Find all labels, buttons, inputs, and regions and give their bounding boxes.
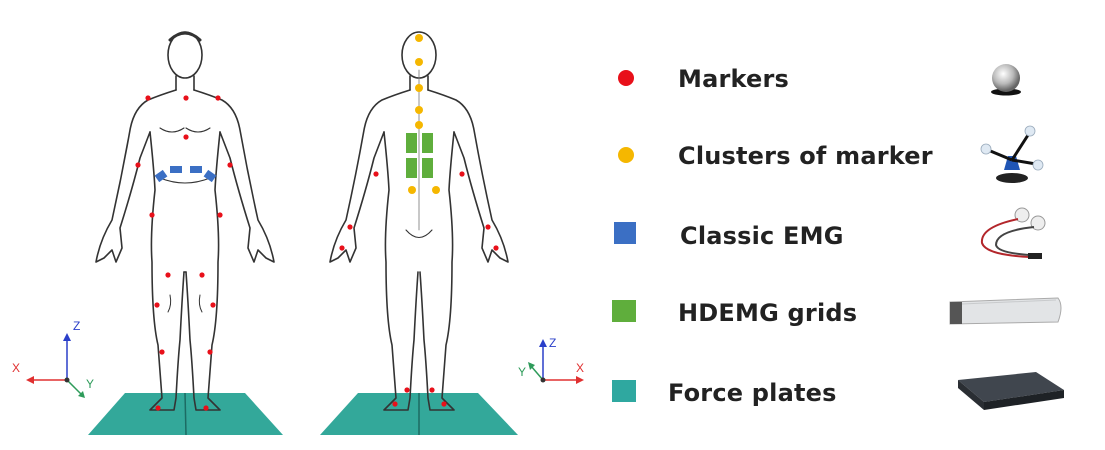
force-plate-swatch <box>612 380 636 402</box>
axis-x-label-back: X <box>576 361 584 375</box>
legend-label-classic-emg: Classic EMG <box>680 222 844 250</box>
axis-y-label-back: Y <box>518 365 526 379</box>
legend-label-markers: Markers <box>678 65 789 93</box>
marker-swatch <box>618 70 634 86</box>
legend-row-hdemg: HDEMG grids <box>600 282 1105 342</box>
legend-label-force-plates: Force plates <box>668 379 837 407</box>
legend-row-force-plates: Force plates <box>600 362 1105 422</box>
emg-swatch <box>614 222 636 244</box>
legend-row-markers: Markers <box>600 48 1105 108</box>
emg-electrode-icon <box>940 205 1070 265</box>
marker-cluster-icon <box>940 110 1070 190</box>
force-plate-front <box>88 393 283 435</box>
front-body-outline <box>96 32 274 410</box>
axes-front: Z X Y <box>12 319 94 398</box>
legend-label-hdemg: HDEMG grids <box>678 299 857 327</box>
legend-row-clusters: Clusters of marker <box>600 125 1105 185</box>
axis-z-label-back: Z <box>549 336 556 350</box>
force-plate-icon <box>940 362 1070 422</box>
hdemg-swatch <box>612 300 636 322</box>
cluster-swatch <box>618 147 634 163</box>
axis-x-label-front: X <box>12 361 20 375</box>
legend-row-classic-emg: Classic EMG <box>600 205 1105 265</box>
hdemg-grid-markers <box>406 133 433 178</box>
legend-label-clusters: Clusters of marker <box>678 142 933 170</box>
axis-y-label-front: Y <box>86 377 94 391</box>
body-figure: Z X Y Z X Y <box>0 0 600 450</box>
hdemg-grid-icon <box>940 282 1070 342</box>
force-plate-back <box>320 393 518 435</box>
reflective-marker-icon <box>940 48 1070 108</box>
axes-back: Z X Y <box>518 336 584 384</box>
axis-z-label-front: Z <box>73 319 80 333</box>
